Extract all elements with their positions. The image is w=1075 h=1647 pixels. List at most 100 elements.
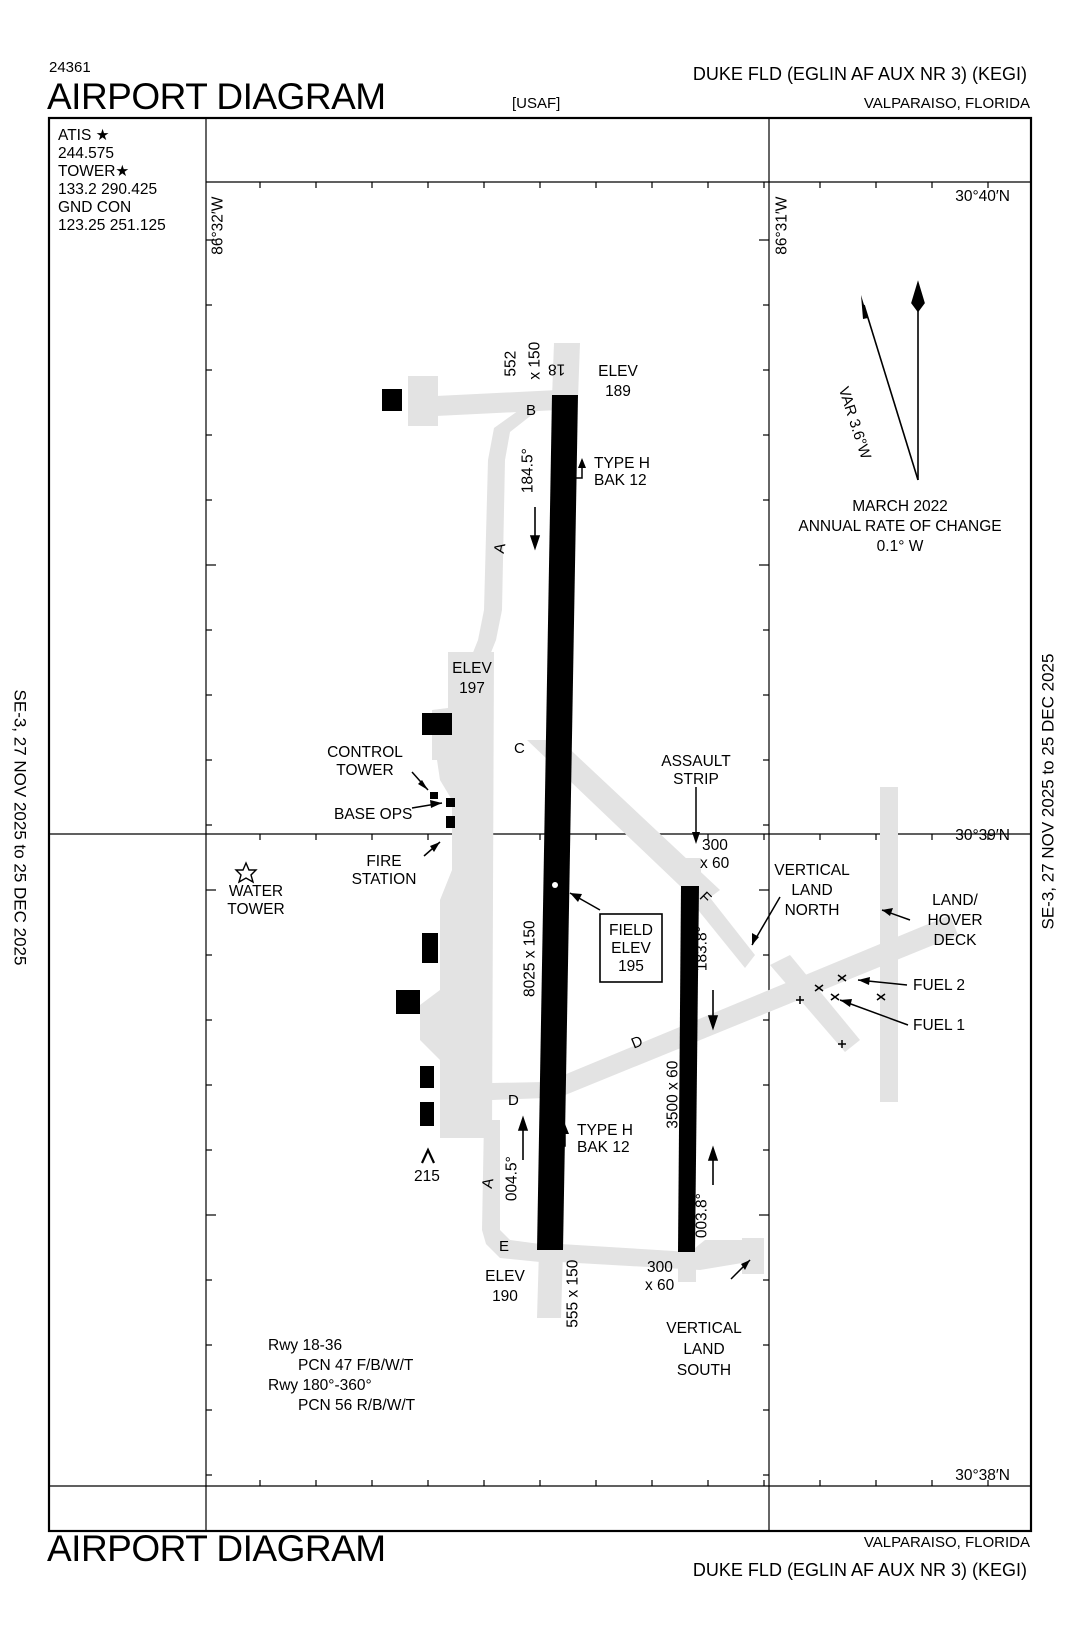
water-tower-icon bbox=[234, 861, 258, 884]
chart-frame bbox=[47, 116, 1033, 1533]
page-title: AIRPORT DIAGRAM bbox=[47, 76, 386, 117]
assault-overrun-north bbox=[683, 858, 701, 888]
vertical-land-north-2: LAND bbox=[791, 882, 833, 899]
overrun-north bbox=[552, 343, 580, 398]
land-hover-label-2: HOVER bbox=[927, 912, 983, 929]
bak-north-2: BAK 12 bbox=[594, 472, 647, 489]
assault-overrun-north-width: x 60 bbox=[700, 855, 730, 872]
fuel-2-label: FUEL 2 bbox=[913, 977, 965, 994]
atis-freq: 244.575 bbox=[58, 145, 115, 162]
pcn-line-2: PCN 47 F/B/W/T bbox=[298, 1357, 414, 1374]
overrun-north-length: 552 bbox=[502, 350, 520, 377]
building-3 bbox=[420, 1066, 434, 1088]
pcn-line-4: PCN 56 R/B/W/T bbox=[298, 1397, 416, 1414]
lon-east-label: 86°31′W bbox=[773, 196, 791, 255]
airport-name: DUKE FLD (EGLIN AF AUX NR 3) (KEGI) bbox=[692, 64, 1027, 84]
base-ops-bldg bbox=[446, 798, 455, 807]
assault-overrun-south-length: 300 bbox=[647, 1259, 673, 1276]
taxiway-d-connector bbox=[492, 1082, 546, 1100]
vertical-land-south-1: VERTICAL bbox=[666, 1320, 742, 1337]
star-icon: ★ bbox=[95, 127, 110, 144]
overrun-south-dims: 555 x 150 bbox=[564, 1259, 582, 1328]
water-tower-label-2: TOWER bbox=[227, 901, 285, 918]
elev-south-value: 190 bbox=[492, 1288, 518, 1305]
field-elev-label-1: FIELD bbox=[609, 922, 653, 939]
north-apron bbox=[408, 376, 438, 426]
control-tower-bldg bbox=[430, 792, 438, 799]
taxiway-a-south bbox=[482, 1120, 540, 1262]
assault-overrun-north-length: 300 bbox=[702, 837, 728, 854]
land-hover-label-1: LAND/ bbox=[932, 892, 978, 909]
building-north bbox=[382, 389, 402, 411]
assault-strip-label-1: ASSAULT bbox=[661, 753, 731, 770]
land-hover-label-3: DECK bbox=[933, 932, 977, 949]
control-tower-label-1: CONTROL bbox=[327, 744, 403, 761]
lat-top-label: 30°40′N bbox=[955, 188, 1010, 205]
variation-rate-label: ANNUAL RATE OF CHANGE bbox=[798, 518, 1002, 535]
pcn-line-3: Rwy 180°-360° bbox=[268, 1377, 372, 1394]
assault-hdg-south: 003.8° bbox=[693, 1193, 711, 1239]
assault-strip-dims: 3500 x 60 bbox=[664, 1060, 682, 1129]
north-arrow bbox=[861, 280, 925, 481]
taxiway-a bbox=[470, 408, 538, 668]
footer-location: VALPARAISO, FLORIDA bbox=[863, 1534, 1030, 1551]
tower-freq: 133.2 290.425 bbox=[58, 181, 158, 198]
fire-station-bldg bbox=[446, 816, 455, 828]
fire-station-label-1: FIRE bbox=[366, 853, 402, 870]
footer-airport-name: DUKE FLD (EGLIN AF AUX NR 3) (KEGI) bbox=[692, 1560, 1027, 1580]
bak-south-2: BAK 12 bbox=[577, 1139, 630, 1156]
lat-bottom-label: 30°38′N bbox=[955, 1467, 1010, 1484]
bak-south-1: TYPE H bbox=[577, 1122, 633, 1139]
taxiway-c bbox=[527, 740, 720, 905]
lon-west-label: 86°32′W bbox=[209, 196, 227, 255]
assault-hdg-north: 183.8° bbox=[693, 926, 711, 972]
taxiway-e bbox=[560, 1240, 760, 1270]
building-ramp bbox=[422, 713, 452, 735]
fire-station-label-2: STATION bbox=[351, 871, 417, 888]
field-elev-box bbox=[599, 913, 663, 983]
fuel-pad bbox=[770, 955, 860, 1052]
lat-mid-label: 30°39′N bbox=[955, 827, 1010, 844]
rwy-36-number: 36 bbox=[539, 1237, 557, 1254]
taxiway-c-label: C bbox=[514, 740, 525, 757]
main-apron bbox=[420, 652, 494, 1138]
elev-north-value: 189 bbox=[605, 383, 631, 400]
rwy-18-number: 18 bbox=[548, 360, 566, 378]
hdg-north-label: 184.5° bbox=[519, 448, 537, 494]
vertical-land-north-1: VERTICAL bbox=[774, 862, 850, 879]
side-note-right: SE-3, 27 NOV 2025 to 25 DEC 2025 bbox=[1038, 653, 1058, 930]
chart-number: 24361 bbox=[49, 59, 91, 76]
pavement bbox=[408, 343, 958, 1318]
elev-ramp-label: ELEV bbox=[452, 660, 492, 677]
field-elev-value: 195 bbox=[618, 958, 644, 975]
obstacle-height: 215 bbox=[414, 1168, 440, 1185]
vertical-land-north-3: NORTH bbox=[784, 902, 840, 919]
location-label: VALPARAISO, FLORIDA bbox=[863, 95, 1030, 112]
fuel-1-label: FUEL 1 bbox=[913, 1017, 965, 1034]
elev-south-label: ELEV bbox=[485, 1268, 525, 1285]
buildings bbox=[382, 389, 455, 1126]
runway-dims: 8025 x 150 bbox=[521, 920, 539, 998]
vertical-land-south-2: LAND bbox=[683, 1341, 725, 1358]
taxiway-d bbox=[547, 915, 958, 1100]
building-2 bbox=[396, 990, 420, 1014]
taxiway-d-label-west: D bbox=[508, 1092, 519, 1109]
assault-overrun-south bbox=[678, 1252, 696, 1282]
agency-label: [USAF] bbox=[512, 95, 561, 112]
building-1 bbox=[422, 933, 438, 963]
fuel-markers bbox=[796, 974, 886, 1048]
water-tower-label-1: WATER bbox=[228, 883, 284, 900]
tower-label: TOWER bbox=[58, 163, 116, 180]
base-ops-label: BASE OPS bbox=[334, 806, 413, 823]
footer-title: AIRPORT DIAGRAM bbox=[47, 1528, 386, 1569]
assault-strip-label-2: STRIP bbox=[673, 771, 719, 788]
control-tower-label-2: TOWER bbox=[336, 762, 394, 779]
pcn-line-1: Rwy 18-36 bbox=[268, 1337, 343, 1354]
assault-overrun-south-width: x 60 bbox=[645, 1277, 675, 1294]
hdg-south-label: 004.5° bbox=[503, 1156, 521, 1202]
obstacle-icon bbox=[421, 1147, 435, 1164]
star-icon: ★ bbox=[115, 163, 130, 180]
variation-date: MARCH 2022 bbox=[852, 498, 948, 515]
tick-marks bbox=[206, 182, 989, 1486]
